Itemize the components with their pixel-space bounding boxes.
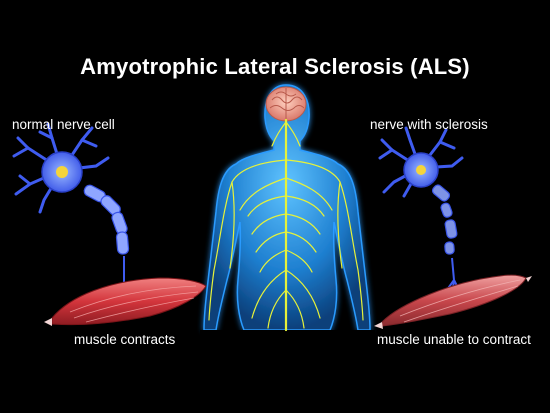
label-muscle-unable-to-contract: muscle unable to contract [377,332,531,347]
brain [265,86,307,122]
label-normal-nerve-cell: normal nerve cell [12,117,115,132]
label-muscle-contracts: muscle contracts [74,332,176,347]
body-crop [200,330,375,413]
label-nerve-with-sclerosis: nerve with sclerosis [370,117,488,132]
muscle-unable-to-contract [374,274,532,329]
human-body [200,84,375,413]
muscle-contracting [44,277,207,326]
diagram-title: Amyotrophic Lateral Sclerosis (ALS) [80,54,470,79]
sclerotic-nerve-cell [378,126,464,299]
nervous-system [208,118,364,332]
normal-nerve-cell [12,122,139,303]
